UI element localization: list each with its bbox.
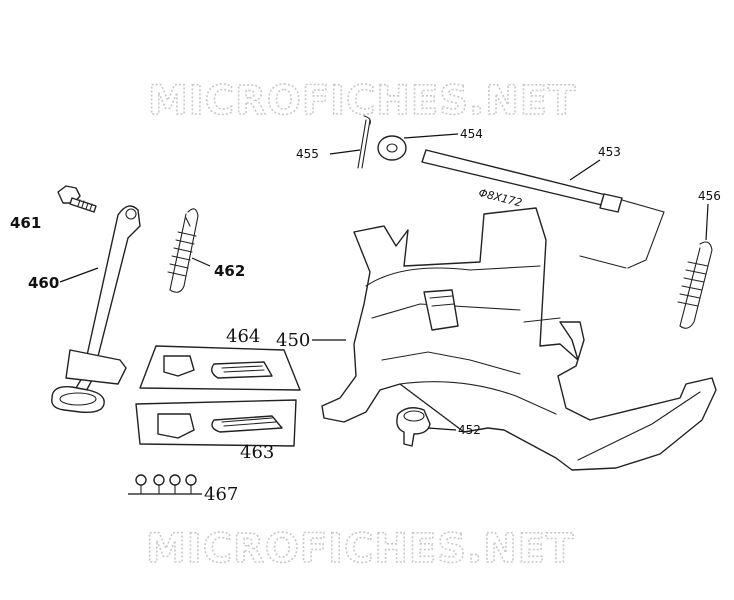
shaft-dimension: Φ8X172 xyxy=(477,186,523,209)
bolt-461[interactable] xyxy=(57,185,97,213)
leader-460 xyxy=(59,267,99,283)
washer-454[interactable] xyxy=(377,135,407,161)
screws-467[interactable] xyxy=(135,474,197,494)
label-452: 452 xyxy=(458,423,481,437)
shaft-453[interactable] xyxy=(421,149,665,269)
label-455: 455 xyxy=(296,147,319,161)
sticker-464[interactable] xyxy=(139,345,301,391)
label-464: 464 xyxy=(226,326,260,347)
leader-454 xyxy=(403,133,459,139)
spring-462[interactable] xyxy=(167,208,199,293)
pin-455[interactable] xyxy=(357,115,371,169)
leader-455 xyxy=(329,149,361,155)
leader-453 xyxy=(569,159,601,181)
side-stand-460[interactable] xyxy=(51,205,141,414)
bump-stop-452[interactable] xyxy=(396,407,431,447)
label-462: 462 xyxy=(214,262,245,280)
label-456: 456 xyxy=(698,189,721,203)
leader-452 xyxy=(427,427,457,431)
label-467: 467 xyxy=(204,484,238,505)
label-453: 453 xyxy=(598,145,621,159)
watermark-bottom: MICROFICHES.NET xyxy=(146,526,574,572)
spring-456[interactable] xyxy=(677,241,713,329)
label-463: 463 xyxy=(240,442,274,463)
leader-456 xyxy=(705,203,709,241)
label-461: 461 xyxy=(10,214,41,232)
watermark-top: MICROFICHES.NET xyxy=(148,78,576,124)
leader-462 xyxy=(191,257,211,267)
main-stand-450[interactable] xyxy=(321,207,717,471)
label-460: 460 xyxy=(28,274,59,292)
label-454: 454 xyxy=(460,127,483,141)
label-450: 450 xyxy=(276,330,310,351)
sticker-463[interactable] xyxy=(135,399,297,447)
